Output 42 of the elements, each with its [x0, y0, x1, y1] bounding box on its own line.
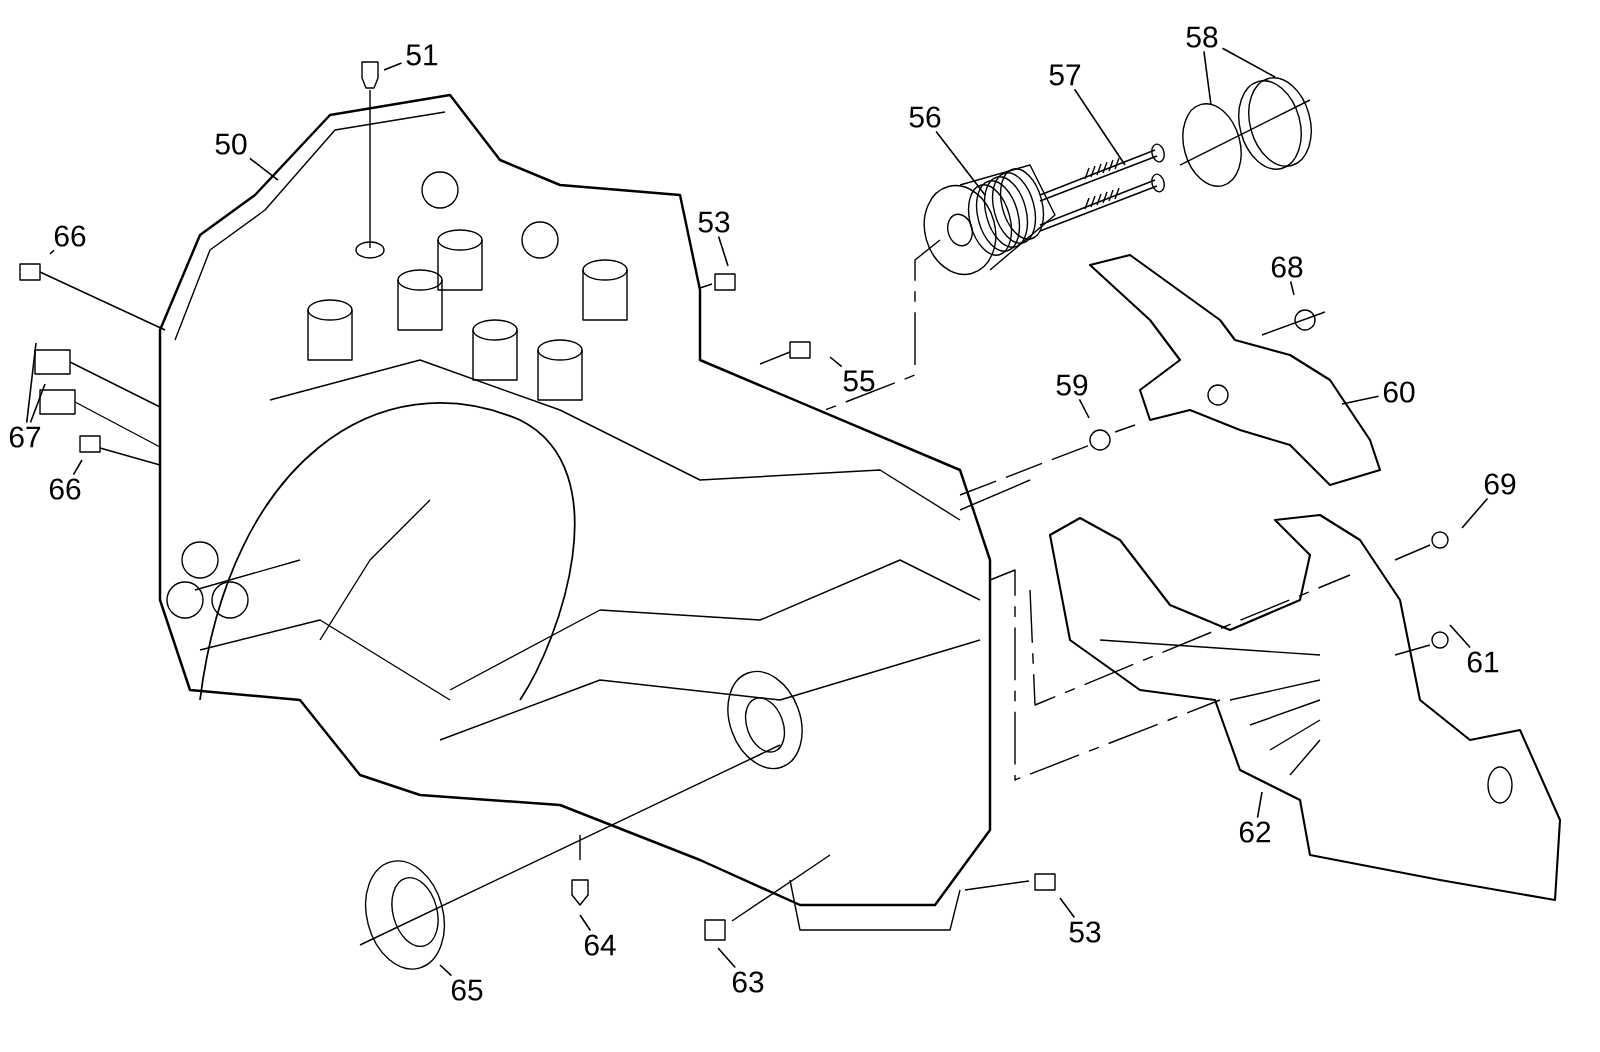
- leader-line: [439, 964, 453, 977]
- leader-line: [1341, 395, 1380, 405]
- callout-number: 63: [732, 971, 764, 993]
- leader-line: [1289, 280, 1295, 296]
- callout-number: 69: [1484, 473, 1516, 495]
- leader-line: [49, 249, 55, 255]
- callout-number: 58: [1186, 26, 1218, 48]
- leader-line: [249, 157, 279, 181]
- callout-number: 64: [584, 934, 616, 956]
- leader-line: [29, 383, 46, 424]
- leader-line: [1256, 791, 1263, 819]
- leader-line: [829, 356, 843, 368]
- callout-number: 68: [1271, 256, 1303, 278]
- callout-number: 51: [406, 44, 438, 66]
- callout-number: 66: [54, 225, 86, 247]
- leader-line: [935, 130, 986, 196]
- callout-number: 59: [1056, 374, 1088, 396]
- callout-number: 53: [1069, 921, 1101, 943]
- leader-line: [579, 914, 592, 932]
- callout-number: 62: [1239, 821, 1271, 843]
- callout-number: 55: [843, 370, 875, 392]
- callout-number: 53: [698, 211, 730, 233]
- callout-number: 50: [215, 133, 247, 155]
- leader-line: [1073, 88, 1126, 166]
- callout-number: 67: [9, 426, 41, 448]
- callout-number: 56: [909, 106, 941, 128]
- leader-line: [1449, 624, 1471, 649]
- leader-line: [1059, 897, 1076, 919]
- leader-line: [25, 342, 37, 424]
- leader-line: [1078, 398, 1090, 419]
- callout-number: 57: [1049, 64, 1081, 86]
- callout-number: 65: [451, 979, 483, 1001]
- leader-line: [717, 235, 729, 267]
- leader-line: [1461, 497, 1489, 529]
- leader-line: [383, 62, 403, 71]
- callout-number: 61: [1467, 651, 1499, 673]
- leader-line: [1221, 47, 1276, 78]
- leader-line: [1203, 50, 1212, 106]
- leader-line: [717, 947, 737, 969]
- callout-number: 60: [1383, 381, 1415, 403]
- leader-line: [72, 459, 83, 476]
- callout-number: 66: [49, 478, 81, 500]
